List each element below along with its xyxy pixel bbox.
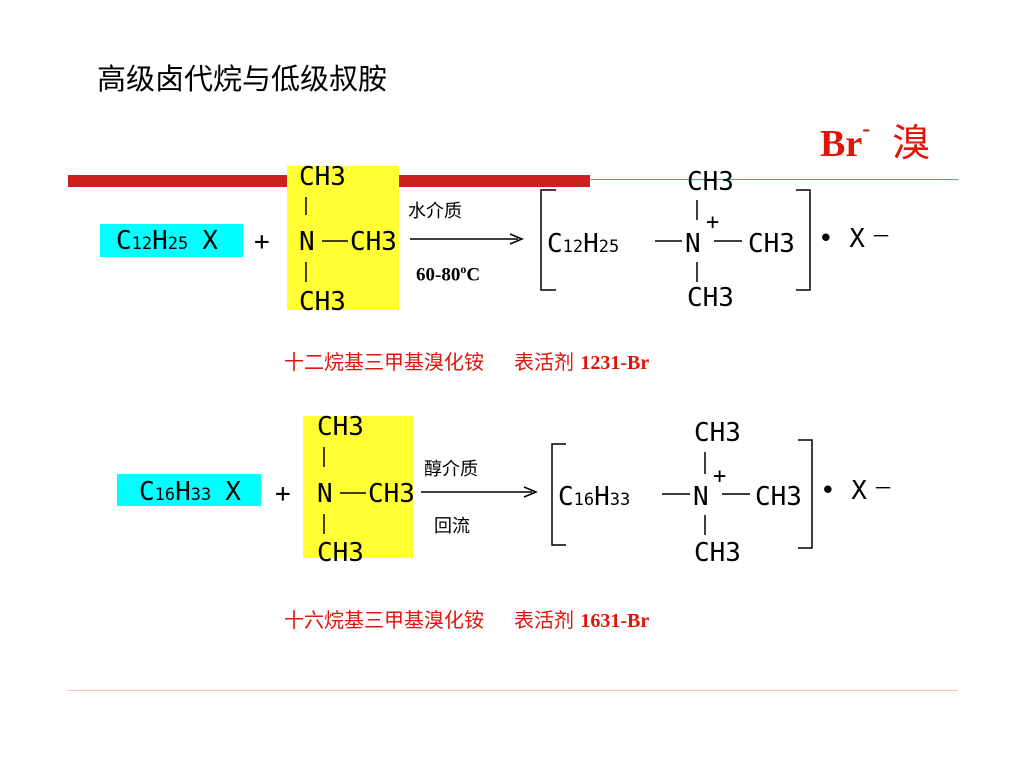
condition1-temp-degree: o xyxy=(460,262,467,276)
haloalkane2-c: C xyxy=(139,477,155,507)
amine2-ch3-top: CH3 xyxy=(317,412,364,442)
product2-charge: + xyxy=(713,464,727,489)
bromide-charge: - xyxy=(862,116,871,143)
amine-highlight-1 xyxy=(287,166,399,310)
caption1-code: 1231-Br xyxy=(580,352,650,374)
condition2-medium: 醇介质 xyxy=(424,459,478,480)
product1-anion: • X－ xyxy=(818,226,891,252)
product1-ch3-right: CH3 xyxy=(748,229,795,259)
caption-2: 十六烷基三甲基溴化铵 表活剂 1631-Br xyxy=(284,604,649,633)
haloalkane1-c: C xyxy=(116,226,132,256)
product1-h-sub: 25 xyxy=(598,237,620,257)
amine1-ch3-bottom: CH3 xyxy=(299,287,346,317)
product2-right-bracket xyxy=(798,439,813,549)
amine2-n: N xyxy=(317,479,333,509)
product1-ch3-bottom: CH3 xyxy=(687,283,734,313)
product1-right-bracket xyxy=(796,189,811,291)
caption2-name: 十六烷基三甲基溴化铵 xyxy=(284,608,484,632)
product2-alkyl: C16H33 xyxy=(558,484,630,510)
amine2-ch3-bottom: CH3 xyxy=(317,538,364,568)
bromide-note: Br-溴 xyxy=(820,112,930,167)
product2-h-sub: 33 xyxy=(609,490,631,510)
arrow1-head xyxy=(509,233,524,245)
product1-charge: + xyxy=(706,210,720,235)
footer-divider-line xyxy=(68,690,958,691)
product1-ch3-top: CH3 xyxy=(687,167,734,197)
arrow2-head xyxy=(523,486,538,498)
amine1-ch3-top: CH3 xyxy=(299,162,346,192)
haloalkane1-x: X xyxy=(202,226,218,256)
haloalkane2-x: X xyxy=(225,477,241,507)
haloalkane2-c-sub: 16 xyxy=(154,485,176,505)
condition1-temperature: 60-80oC xyxy=(416,262,480,286)
haloalkane-highlight-1 xyxy=(100,224,243,257)
plus-sign-1: + xyxy=(254,227,270,257)
plus-sign-2: + xyxy=(275,479,291,509)
amine2-ch3-right: CH3 xyxy=(368,479,415,509)
caption1-agent: 表活剂 xyxy=(514,350,574,374)
product1-c-sub: 12 xyxy=(562,237,584,257)
product1-c: C xyxy=(547,229,563,259)
amine1-n: N xyxy=(299,227,315,257)
product1-n: N xyxy=(685,229,701,259)
product2-ch3-right: CH3 xyxy=(755,482,802,512)
product2-c-sub: 16 xyxy=(573,490,595,510)
haloalkane2-h-sub: 33 xyxy=(190,485,212,505)
haloalkane1-c-sub: 12 xyxy=(131,234,153,254)
caption2-agent: 表活剂 xyxy=(514,608,574,632)
amine-highlight-2 xyxy=(303,416,413,558)
bromide-symbol: Br xyxy=(820,123,863,165)
condition1-medium: 水介质 xyxy=(408,201,462,222)
amine1-ch3-right: CH3 xyxy=(350,227,397,257)
product2-ch3-top: CH3 xyxy=(694,418,741,448)
product2-anion-charge: － xyxy=(872,476,893,500)
haloalkane-1: C12H25 X xyxy=(116,228,218,254)
caption1-name: 十二烷基三甲基溴化铵 xyxy=(284,350,484,374)
haloalkane2-h: H xyxy=(175,477,191,507)
product2-anion-symbol: • X xyxy=(820,476,867,506)
condition2-reflux: 回流 xyxy=(434,516,470,537)
product1-left-bracket xyxy=(540,189,556,291)
haloalkane1-h-sub: 25 xyxy=(167,234,189,254)
slide-title: 高级卤代烷与低级叔胺 xyxy=(97,62,388,96)
product1-alkyl: C12H25 xyxy=(547,231,619,257)
bromide-chinese: 溴 xyxy=(892,121,931,165)
condition1-temp-value: 60-80 xyxy=(416,264,461,286)
product1-h: H xyxy=(583,229,599,259)
header-divider-line xyxy=(590,179,958,180)
product2-n: N xyxy=(693,482,709,512)
product2-left-bracket xyxy=(551,443,566,546)
haloalkane-2: C16H33 X xyxy=(139,479,241,505)
haloalkane1-h: H xyxy=(152,226,168,256)
product2-c: C xyxy=(558,482,574,512)
condition1-temp-unit: C xyxy=(466,264,481,286)
caption2-code: 1631-Br xyxy=(580,610,650,632)
product1-anion-symbol: • X xyxy=(818,224,865,254)
caption-1: 十二烷基三甲基溴化铵 表活剂 1231-Br xyxy=(284,346,649,375)
haloalkane-highlight-2 xyxy=(117,474,261,506)
product2-ch3-bottom: CH3 xyxy=(694,538,741,568)
product1-anion-charge: － xyxy=(870,224,891,248)
product2-h: H xyxy=(594,482,610,512)
product2-anion: • X－ xyxy=(820,478,893,504)
